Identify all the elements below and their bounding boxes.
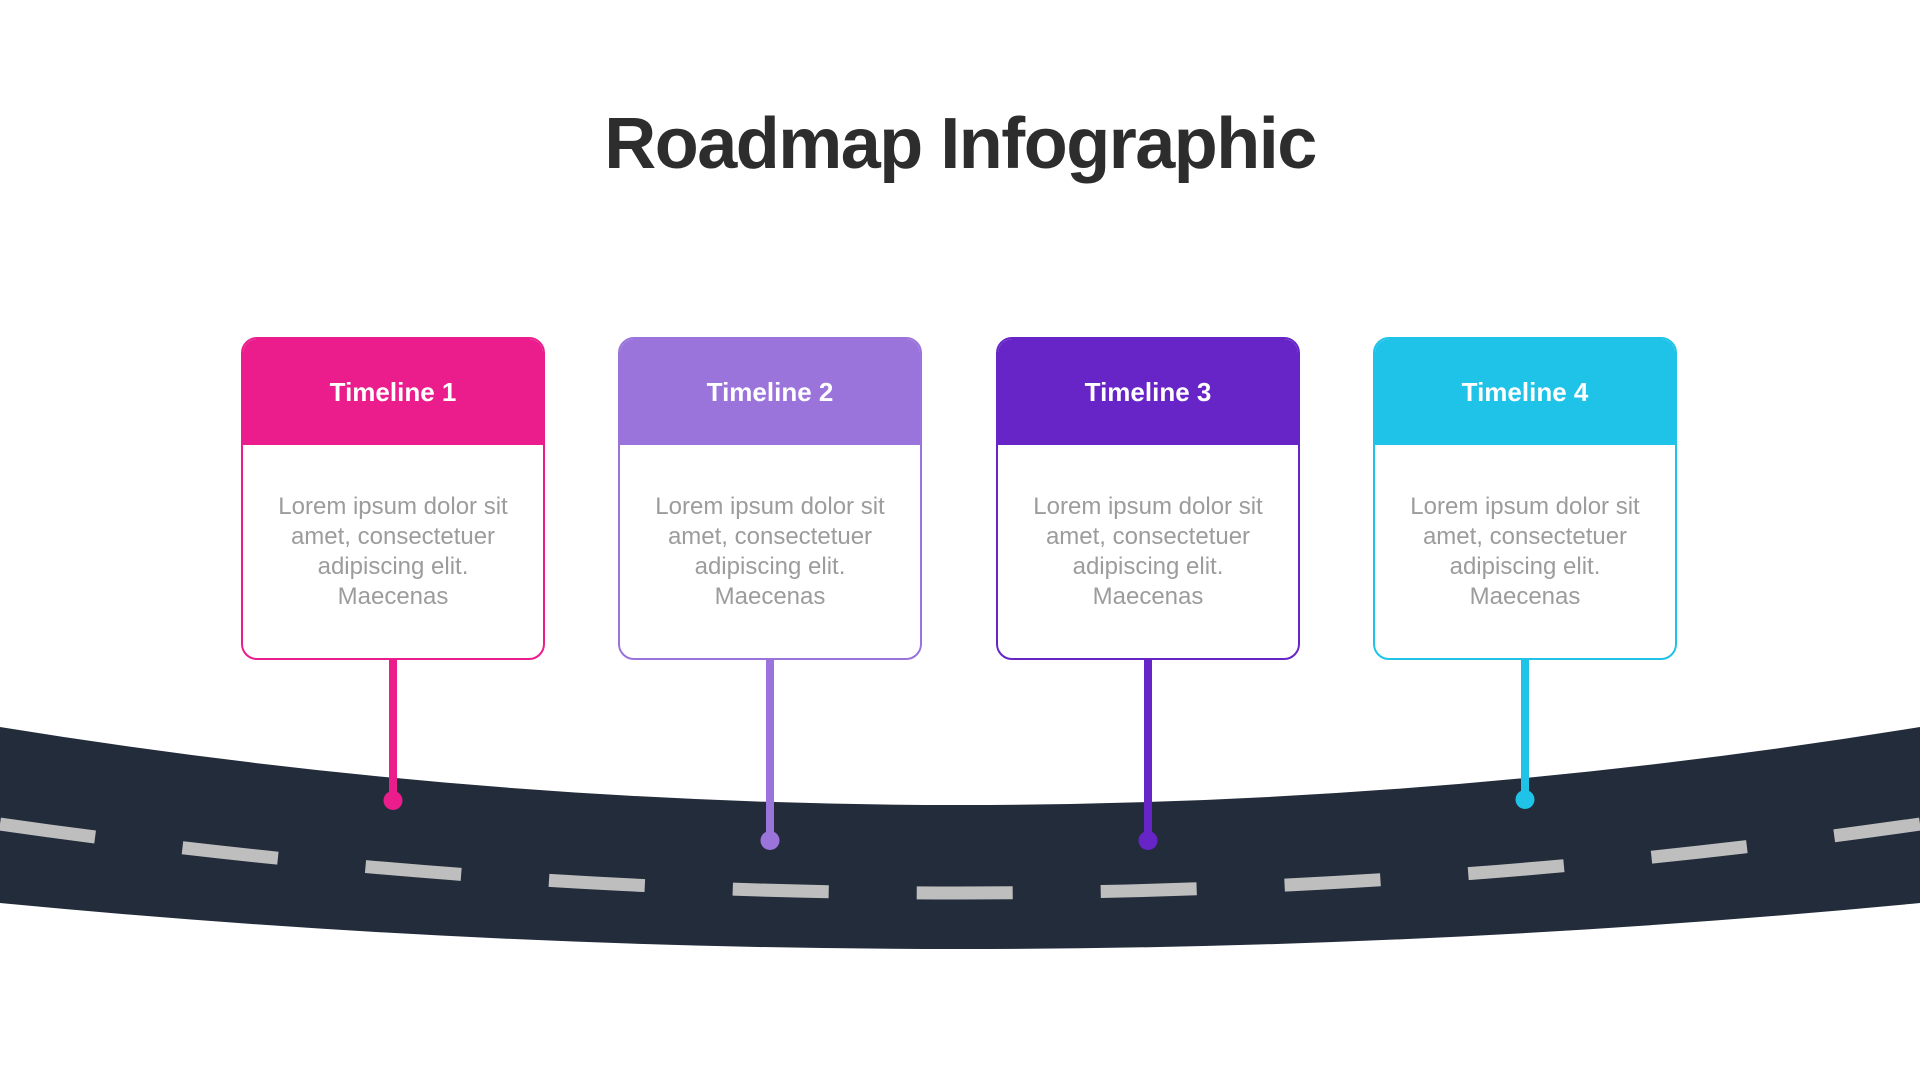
timeline-card-2: Timeline 2 Lorem ipsum dolor sit amet, c…: [618, 337, 922, 850]
road-lane-dashes: [0, 817, 1920, 900]
timeline-card-2-title: Timeline 2: [706, 376, 834, 407]
connector-dot-2: [760, 830, 780, 850]
timeline-card-3: Timeline 3 Lorem ipsum dolor sit amet, c…: [996, 337, 1300, 850]
timeline-card-4-body: Lorem ipsum dolor sit amet, consectetuer…: [1375, 445, 1675, 658]
connector-dot-1: [383, 790, 403, 810]
connector-dot-3: [1138, 830, 1158, 850]
connector-line-1: [383, 658, 403, 810]
timeline-card-1-frame: Timeline 1 Lorem ipsum dolor sit amet, c…: [243, 339, 543, 658]
connector-line-4: [1515, 658, 1535, 809]
timeline-card-1-header: Timeline 1: [243, 339, 543, 445]
timeline-card-3-body: Lorem ipsum dolor sit amet, consectetuer…: [998, 445, 1298, 658]
timeline-card-2-text: Lorem ipsum dolor sit amet, consectetuer…: [655, 492, 885, 610]
timeline-card-4-text: Lorem ipsum dolor sit amet, consectetuer…: [1410, 492, 1640, 610]
timeline-card-3-text: Lorem ipsum dolor sit amet, consectetuer…: [1033, 492, 1263, 610]
timeline-card-1-title: Timeline 1: [329, 376, 457, 407]
page-title: Roadmap Infographic: [604, 104, 1317, 184]
connector-dot-4: [1515, 789, 1535, 809]
timeline-card-4: Timeline 4 Lorem ipsum dolor sit amet, c…: [1373, 337, 1677, 809]
timeline-card-3-frame: Timeline 3 Lorem ipsum dolor sit amet, c…: [998, 339, 1298, 658]
timeline-card-1: Timeline 1 Lorem ipsum dolor sit amet, c…: [241, 337, 545, 810]
timeline-card-1-text: Lorem ipsum dolor sit amet, consectetuer…: [278, 492, 508, 610]
timeline-card-1-body: Lorem ipsum dolor sit amet, consectetuer…: [243, 445, 543, 658]
timeline-card-2-body: Lorem ipsum dolor sit amet, consectetuer…: [620, 445, 920, 658]
connector-line-3: [1138, 658, 1158, 850]
timeline-card-3-header: Timeline 3: [998, 339, 1298, 445]
timeline-card-4-frame: Timeline 4 Lorem ipsum dolor sit amet, c…: [1375, 339, 1675, 658]
timeline-card-3-title: Timeline 3: [1084, 376, 1212, 407]
timeline-card-4-header: Timeline 4: [1375, 339, 1675, 445]
timeline-card-4-title: Timeline 4: [1461, 376, 1589, 407]
road-surface: [0, 727, 1920, 949]
timeline-card-2-header: Timeline 2: [620, 339, 920, 445]
timeline-card-2-frame: Timeline 2 Lorem ipsum dolor sit amet, c…: [620, 339, 920, 658]
connector-line-2: [760, 658, 780, 850]
